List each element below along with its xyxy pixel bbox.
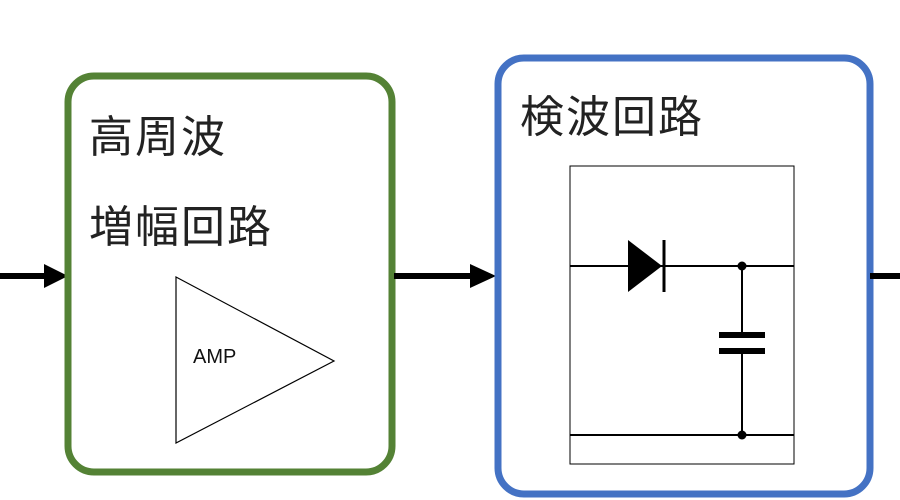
detector-circuit-frame <box>569 165 795 465</box>
capacitor-icon <box>719 332 765 354</box>
amp-label: AMP <box>193 346 237 368</box>
detector-circuit <box>570 261 794 440</box>
diode-icon <box>628 240 666 292</box>
amplifier-title-line1: 高周波 <box>89 112 227 163</box>
input-arrow <box>0 264 68 288</box>
junction-dot-bottom <box>737 430 747 440</box>
middle-arrow <box>394 264 496 288</box>
junction-dot-top <box>737 261 747 271</box>
detector-title: 検波回路 <box>520 92 704 143</box>
amplifier-title-line2: 増幅回路 <box>89 202 273 253</box>
triangle-amplifier-icon <box>175 276 336 444</box>
